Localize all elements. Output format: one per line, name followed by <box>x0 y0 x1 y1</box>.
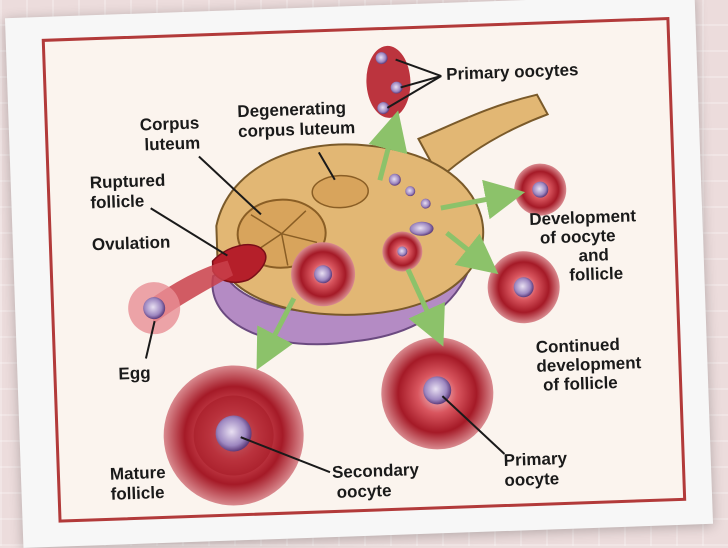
leader-primary-oocytes <box>395 58 442 77</box>
development-arrows <box>256 110 526 371</box>
primary-oocyte-cell <box>375 52 388 65</box>
egg <box>143 297 166 320</box>
label-mature-follicle: Mature follicle <box>110 463 172 504</box>
label-ovulation: Ovulation <box>92 233 171 255</box>
label-primary-oocyte: Primary oocyte <box>503 449 572 490</box>
leader-ruptured <box>150 207 228 257</box>
slide-card: Primary oocytes Corpus luteum Degenerati… <box>4 0 714 548</box>
ovary-diagram: Primary oocytes Corpus luteum Degenerati… <box>89 45 647 506</box>
leader-corpus-luteum <box>198 155 262 216</box>
label-egg: Egg <box>118 363 151 383</box>
label-corpus-luteum: Corpus luteum <box>139 113 205 154</box>
ovarian-ligament <box>417 93 550 180</box>
leader-degenerating <box>317 151 336 181</box>
label-ruptured-follicle: Ruptured follicle <box>89 171 171 213</box>
ovary-follicle-medium-oocyte <box>397 246 408 257</box>
ovary-follicle-large-oocyte <box>314 265 333 284</box>
leader-primary-oocyte <box>441 395 506 455</box>
leader-egg <box>144 320 156 359</box>
degenerating-corpus-luteum <box>311 174 369 209</box>
leader-lines <box>144 58 506 474</box>
arrow-to-primary-oocytes <box>368 110 408 181</box>
leader-secondary-oocyte <box>240 436 331 474</box>
ovary-diagram-frame: Primary oocytes Corpus luteum Degenerati… <box>41 17 687 523</box>
secondary-oocyte <box>215 415 252 452</box>
leader-primary-oocytes <box>386 75 442 109</box>
ovary-primary-oocytes <box>388 173 434 236</box>
label-development: Development of oocyte and follicle <box>529 206 643 286</box>
label-secondary-oocyte: Secondary oocyte <box>332 460 425 502</box>
ovary-body <box>215 143 485 316</box>
arrow-to-continued-follicle <box>445 230 499 275</box>
label-continued-development: Continued development of follicle <box>535 334 647 395</box>
developing-follicle-oocyte <box>532 181 549 198</box>
arrow-to-developing-follicle <box>440 179 526 220</box>
primary-oocyte-cell <box>390 81 403 94</box>
label-primary-oocytes: Primary oocytes <box>446 60 579 84</box>
leader-primary-oocytes <box>400 75 442 89</box>
continued-follicle-oocyte <box>513 277 534 298</box>
arrow-to-large-follicle <box>405 268 445 347</box>
arrow-to-mature-follicle <box>256 297 297 371</box>
label-degenerating-corpus-luteum: Degenerating corpus luteum <box>237 98 355 141</box>
